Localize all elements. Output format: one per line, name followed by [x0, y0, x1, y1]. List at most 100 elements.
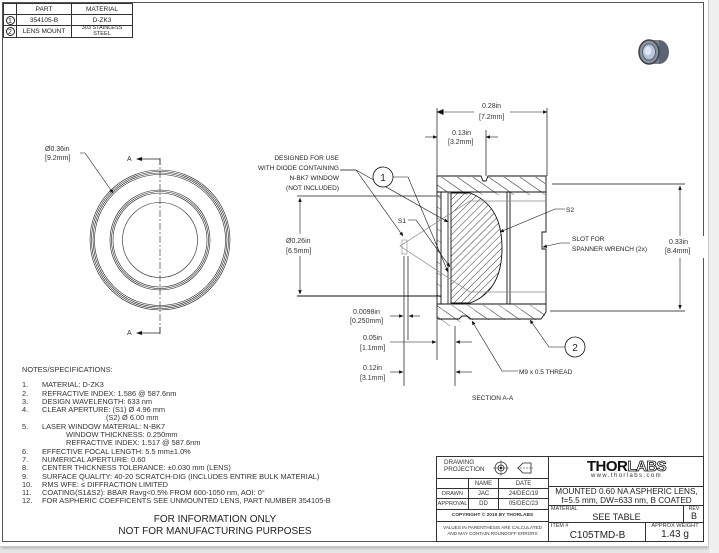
- technical-drawing: A A Ø0.36in [9.2mm]: [45, 39, 705, 402]
- note-number: 4.: [22, 405, 29, 415]
- front-view: A A Ø0.36in [9.2mm]: [45, 146, 231, 337]
- note-number: 8.: [22, 463, 29, 473]
- bom-balloon: 2: [5, 27, 15, 36]
- note-text: WINDOW THICKNESS: 0.250mm: [66, 430, 178, 440]
- thread-label: M9 x 0.5 THREAD: [519, 369, 573, 376]
- note-item: 12.FOR ASPHERIC COEFFICENTS SEE UNMOUNTE…: [22, 497, 362, 506]
- balloon-mount-number: 2: [572, 343, 578, 354]
- notes-specifications: NOTES/SPECIFICATIONS: 1.MATERIAL: D-ZK3 …: [22, 365, 362, 506]
- note-item: 4.CLEAR APERTURE: (S1) Ø 4.96 mm: [22, 405, 362, 415]
- values-note-line: VALUES IN PARENTHESIS ARE CALCULATED: [443, 525, 542, 530]
- note-number: 10.: [22, 479, 33, 489]
- description-line: f=5.5 mm, DW=633 nm, B COATED: [561, 495, 692, 505]
- section-line-top: [140, 158, 161, 165]
- callout-diode-line: DESIGNED FOR USE: [274, 155, 339, 162]
- note-item: 5.LASER WINDOW MATERIAL: N-BK7: [22, 421, 362, 431]
- note-number: 3.: [22, 396, 29, 406]
- bom-material-line: STEEL: [93, 30, 111, 37]
- vertical-scrollbar[interactable]: [709, 0, 719, 553]
- rev-cell: REV B: [684, 506, 704, 523]
- note-text: REFRACTIVE INDEX: 1.517 @ 587.6nm: [66, 438, 201, 448]
- dim-outer-in: 0.33in: [669, 239, 688, 246]
- section-title: SECTION A-A: [472, 395, 514, 402]
- dim-depth-in: 0.12in: [363, 365, 382, 372]
- dim-window-in: 0.0098in: [353, 309, 380, 316]
- note-number: 6.: [22, 446, 29, 456]
- company-logo-cell: THORLABS www.thorlabs.com: [549, 457, 704, 487]
- approval-date: 05/DEC/23: [499, 499, 549, 510]
- s2-label: S2: [566, 207, 574, 214]
- third-angle-projection-icon: [493, 460, 533, 476]
- drawn-name: JAC: [469, 489, 499, 499]
- bill-of-materials-table: PART MATERIAL 1 354105-B D-ZK3 2 LENS MO…: [3, 3, 133, 38]
- note-text: COATING(S1&S2): BBAR Ravg<0.5% FROM 600-…: [42, 488, 265, 498]
- slot-label-line: SLOT FOR: [572, 236, 605, 243]
- callout-diode-line: N-BK7 WINDOW: [290, 175, 340, 182]
- thorlabs-logo: THORLABS: [549, 458, 704, 476]
- copyright: COPYRIGHT © 2019 BY THORLABS: [437, 510, 549, 522]
- description-line: MOUNTED 0.60 NA ASPHERIC LENS,: [555, 487, 698, 496]
- callout-diode-line: WITH DIODE CONTAINING: [258, 165, 339, 172]
- projection-label: DRAWING PROJECTION: [444, 459, 485, 473]
- item-cell: ITEM # C105TMD-B: [549, 523, 646, 542]
- notes-title: NOTES/SPECIFICATIONS:: [22, 365, 113, 374]
- drawing-border: [2, 2, 704, 542]
- dim-depth-mm: [3.1mm]: [360, 375, 385, 382]
- drawn-date: 24/DEC/19: [499, 489, 549, 499]
- dim-length-in: 0.28in: [482, 103, 501, 110]
- slot-label-line: SPANNER WRENCH (2x): [572, 246, 647, 253]
- section-label-a-bottom: A: [127, 330, 132, 337]
- note-number: 5.: [22, 421, 29, 431]
- date-header: DATE: [499, 479, 549, 489]
- note-item: 1.MATERIAL: D-ZK3: [22, 380, 362, 390]
- note-item: 11. COATING(S1&S2): BBAR Ravg<0.5% FROM 6…: [22, 488, 362, 498]
- material-label: MATERIAL: [551, 506, 578, 512]
- item-label: ITEM #: [551, 523, 569, 529]
- material-cell: MATERIAL SEE TABLE: [549, 506, 684, 523]
- section-view: 0.28in [7.2mm] 0.13in [3.2mm] 0.33in [8.…: [258, 100, 705, 402]
- logo-outline: LABS: [627, 458, 667, 476]
- note-text: REFRACTIVE INDEX: 1.586 @ 587.6nm: [42, 388, 177, 398]
- part-description: MOUNTED 0.60 NA ASPHERIC LENS, f=5.5 mm,…: [549, 487, 704, 506]
- ray-cone: [399, 200, 545, 293]
- weight-value: 1.43 g: [661, 529, 689, 540]
- note-item: 8.CENTER THICKNESS TOLERANCE: ±0.030 mm …: [22, 463, 362, 473]
- drawn-label: DRAWN: [437, 489, 469, 499]
- dim-recess-in: 0.05in: [363, 335, 382, 342]
- empty-cell: [437, 479, 469, 489]
- disclaimer-line: NOT FOR MANUFACTURING PURPOSES: [118, 525, 312, 537]
- dim-window-mm: [0.250mm]: [350, 318, 383, 325]
- note-subline: (S2) Ø 6.00 mm: [22, 414, 362, 423]
- rev-value: B: [690, 511, 697, 521]
- balloon-lens-number: 1: [380, 173, 386, 184]
- dim-recess-mm: [1.1mm]: [360, 345, 385, 352]
- note-item: 9.SURFACE QUALITY: 40-20 SCRATCH-DIG (IN…: [22, 471, 362, 481]
- note-number: 2.: [22, 388, 29, 398]
- front-diameter-mm: [9.2mm]: [45, 155, 70, 162]
- bom-balloon: 1: [5, 15, 15, 25]
- note-number: 9.: [22, 471, 29, 481]
- approval-label: APPROVAL: [437, 499, 469, 510]
- note-number: 11.: [22, 488, 32, 498]
- weight-label: APPROX WEIGHT: [651, 523, 699, 529]
- leader-line: [80, 152, 114, 194]
- note-text: DESIGN WAVELENGTH: 633 nm: [42, 396, 153, 406]
- note-subline: REFRACTIVE INDEX: 1.517 @ 587.6nm: [22, 438, 362, 448]
- material-value: SEE TABLE: [592, 512, 641, 522]
- disclaimer: FOR INFORMATION ONLY NOT FOR MANUFACTURI…: [100, 514, 330, 537]
- note-number: 1.: [22, 380, 29, 390]
- aspheric-lens: [450, 192, 503, 304]
- projection-cell: DRAWING PROJECTION: [437, 457, 549, 479]
- isometric-view: [638, 39, 669, 65]
- note-subline: WINDOW THICKNESS: 0.250mm: [22, 430, 362, 440]
- dim-outer-mm: [8.4mm]: [665, 248, 690, 255]
- dim-slot-mm: [3.2mm]: [448, 139, 473, 146]
- note-text: NUMERICAL APERTURE: 0.60: [42, 454, 146, 464]
- item-number: C105TMD-B: [569, 530, 626, 541]
- section-label-a-top: A: [127, 156, 132, 163]
- section-line-bottom: [140, 327, 161, 334]
- website: www.thorlabs.com: [590, 473, 663, 479]
- section-arrow-icon: [136, 157, 142, 161]
- callout-diode-line: (NOT INCLUDED): [286, 185, 339, 192]
